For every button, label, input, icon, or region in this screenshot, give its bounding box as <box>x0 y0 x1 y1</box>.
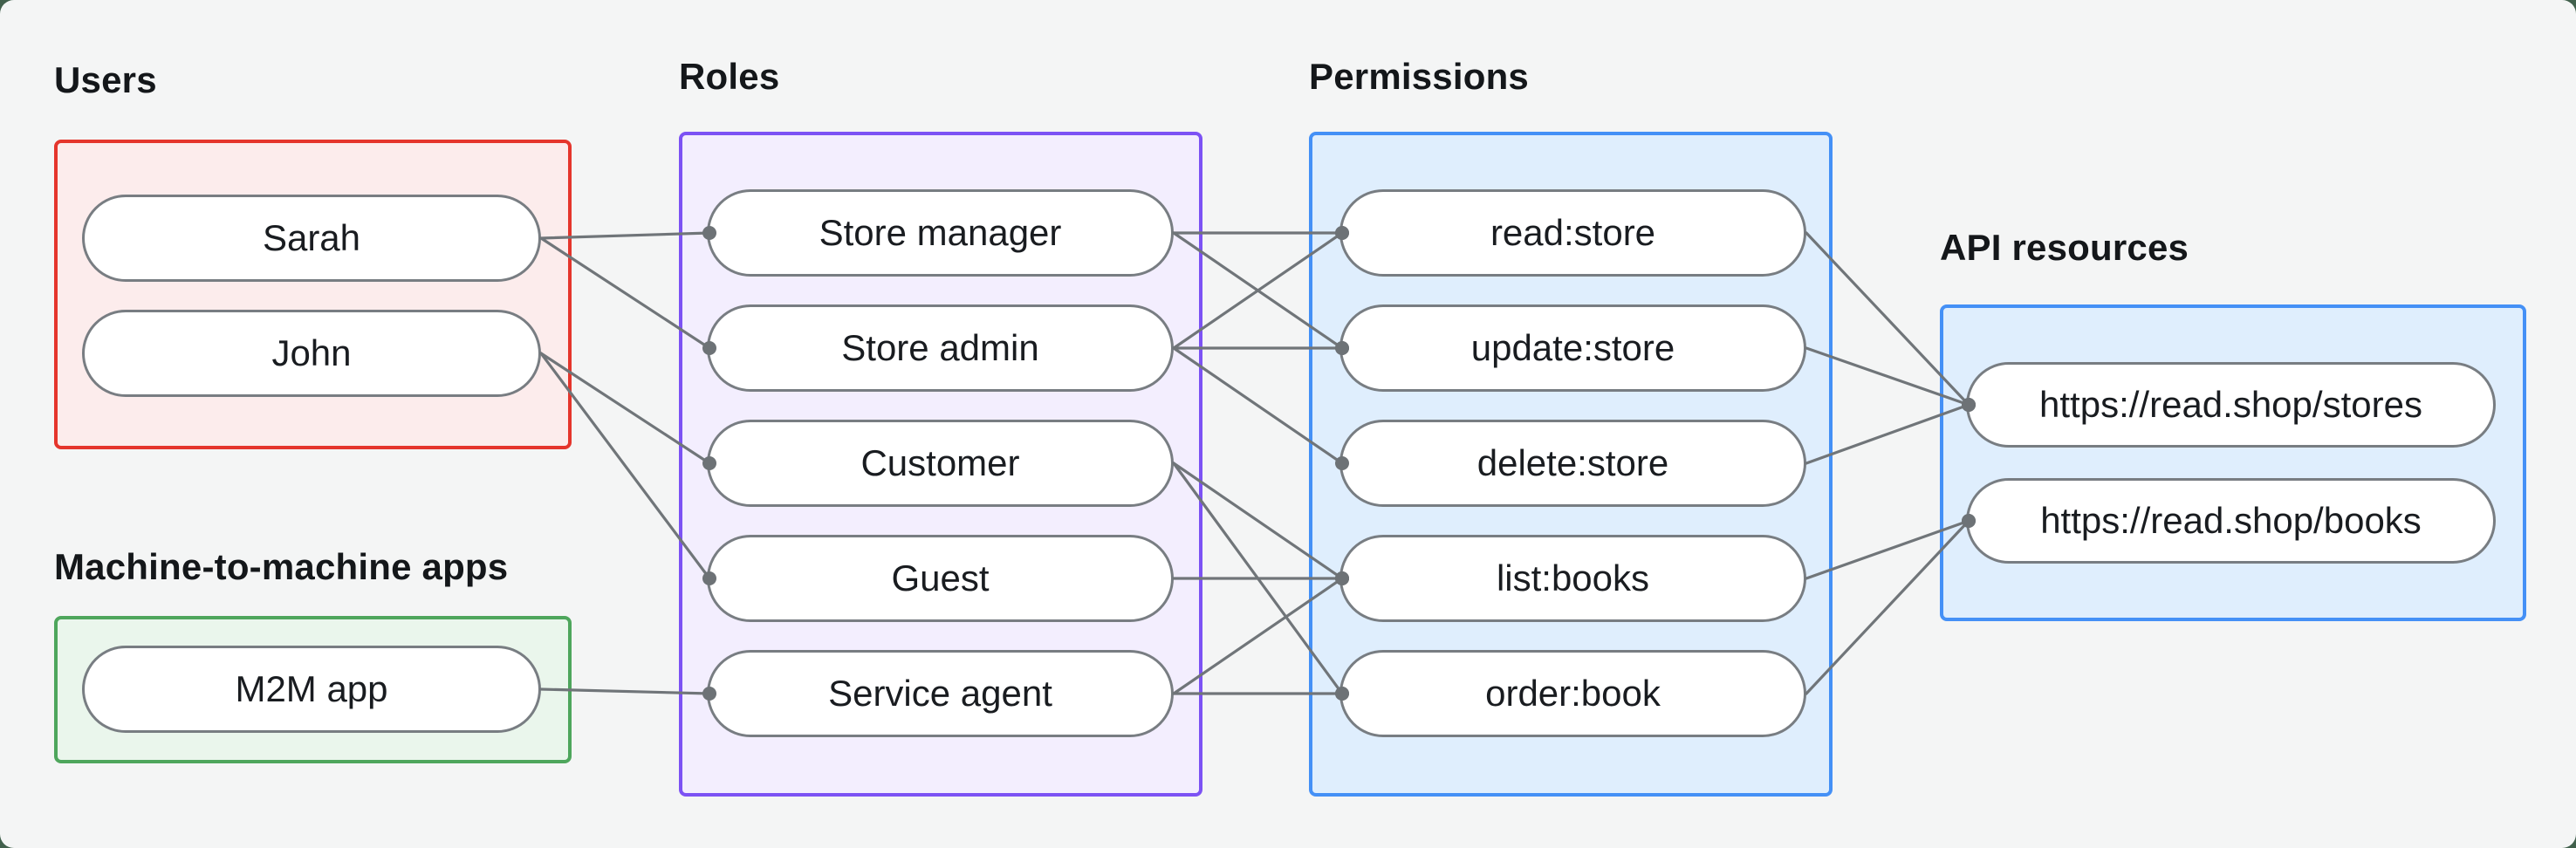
api-resources-group-box <box>1940 304 2526 621</box>
node-permission-update-store: update:store <box>1339 304 1806 392</box>
m2m-section-label: Machine-to-machine apps <box>54 546 509 587</box>
users-group-box <box>54 140 572 449</box>
node-permission-order-book: order:book <box>1339 650 1806 737</box>
node-user-sarah: Sarah <box>82 195 541 282</box>
node-m2m-app: M2M app <box>82 646 541 733</box>
node-role-store-admin: Store admin <box>707 304 1174 392</box>
node-role-guest: Guest <box>707 535 1174 622</box>
node-role-store-manager: Store manager <box>707 189 1174 277</box>
node-user-john: John <box>82 310 541 397</box>
node-api-resource-stores: https://read.shop/stores <box>1966 362 2496 448</box>
users-section-label: Users <box>54 59 157 100</box>
permissions-section-label: Permissions <box>1309 56 1529 97</box>
node-role-service-agent: Service agent <box>707 650 1174 737</box>
api-resources-section-label: API resources <box>1940 227 2189 268</box>
node-role-customer: Customer <box>707 420 1174 507</box>
roles-section-label: Roles <box>679 56 780 97</box>
node-api-resource-books: https://read.shop/books <box>1966 478 2496 564</box>
node-permission-read-store: read:store <box>1339 189 1806 277</box>
node-permission-delete-store: delete:store <box>1339 420 1806 507</box>
node-permission-list-books: list:books <box>1339 535 1806 622</box>
